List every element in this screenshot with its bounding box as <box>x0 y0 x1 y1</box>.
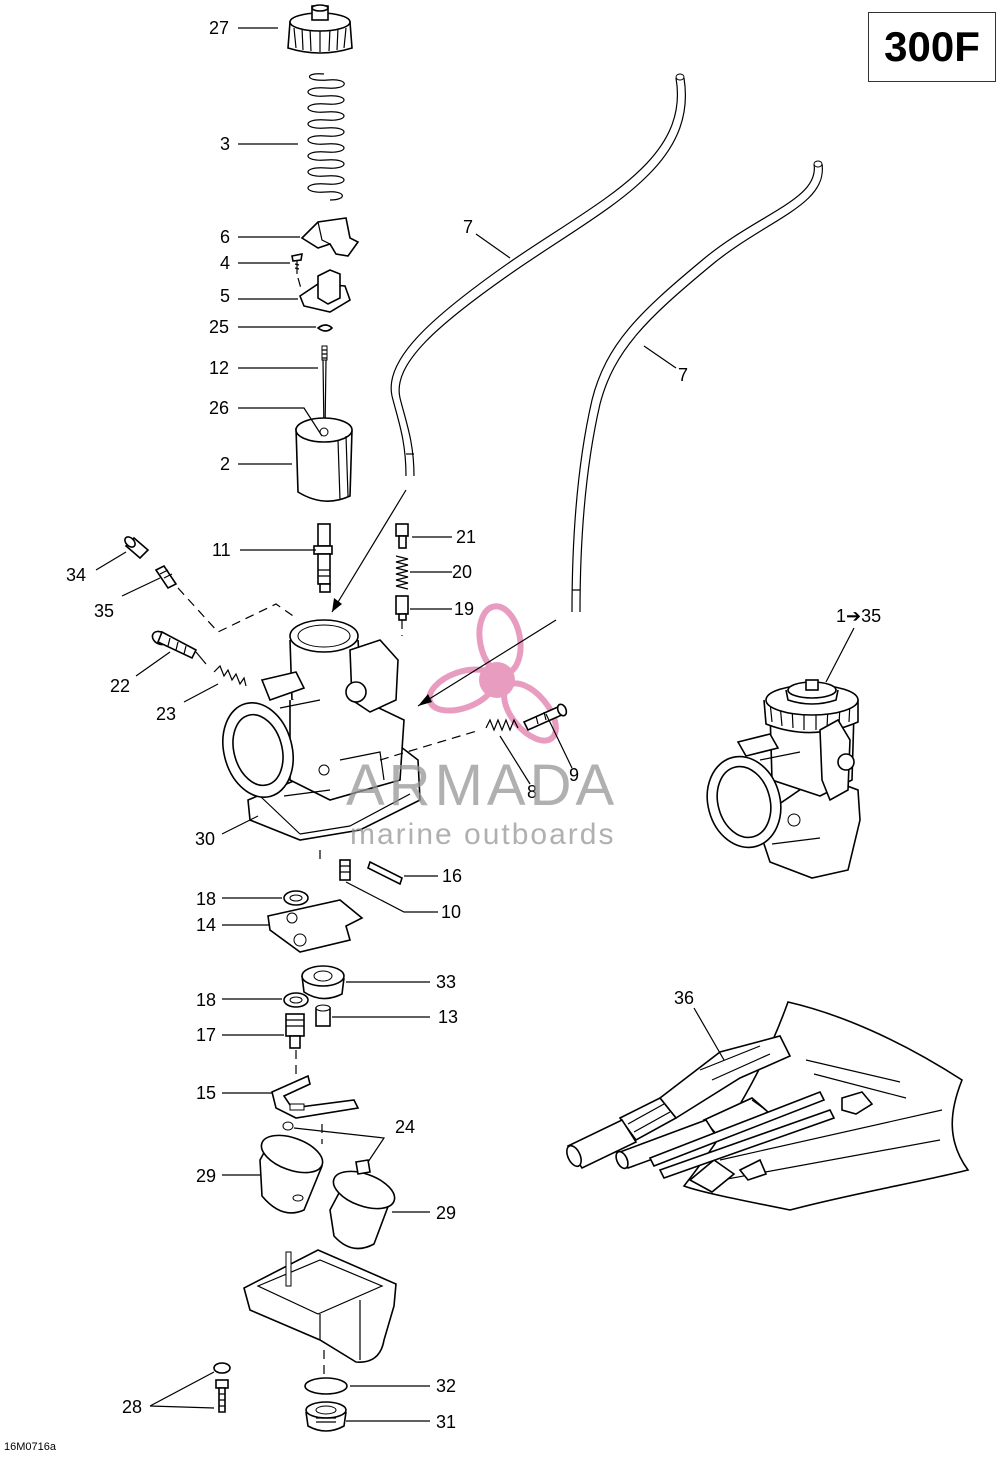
diagram-reference-code: 16M0716a <box>4 1441 56 1453</box>
watermark-brand: ARMADA <box>346 753 619 818</box>
callout-30: 30 <box>195 829 215 849</box>
callout-6: 6 <box>220 227 230 247</box>
part-e-clip <box>316 324 334 332</box>
part-air-screw-spring <box>485 718 519 732</box>
part-float-right <box>329 1159 396 1250</box>
arrow-tube-to-body <box>331 489 407 613</box>
callout-7-long-tube: 7 <box>463 217 473 237</box>
part-throttle-valve <box>295 417 353 502</box>
callout-3: 3 <box>220 134 230 154</box>
part-float-chamber <box>243 1249 397 1363</box>
part-needle-retainer <box>299 269 351 313</box>
callout-29-right-float: 29 <box>436 1203 456 1223</box>
part-float-arm <box>271 1074 360 1119</box>
callout-31: 31 <box>436 1412 456 1432</box>
part-stop-screw-spring <box>213 664 247 687</box>
callout-8: 8 <box>527 782 537 802</box>
part-float-bowl-seat <box>301 965 345 1000</box>
callout-29-left-float: 29 <box>196 1166 216 1186</box>
callout-33: 33 <box>436 972 456 992</box>
part-air-screw <box>522 703 568 732</box>
callout-28: 28 <box>122 1397 142 1417</box>
callout-18-upper: 18 <box>196 889 216 909</box>
watermark-tagline: marine outboards <box>350 818 616 851</box>
part-needle-jet <box>313 523 333 593</box>
callout-23: 23 <box>156 704 176 724</box>
part-pilot-screw <box>154 564 297 633</box>
model-label-box: 300F <box>868 12 996 82</box>
callout-36: 36 <box>674 988 694 1008</box>
callout-21: 21 <box>456 527 476 547</box>
part-small-screw <box>291 252 303 293</box>
part-baffle-plate <box>267 899 364 953</box>
callout-16: 16 <box>442 866 462 886</box>
callout-15: 15 <box>196 1083 216 1103</box>
part-cap <box>287 4 353 54</box>
part-choke-plunger <box>395 523 409 636</box>
callout-32: 32 <box>436 1376 456 1396</box>
part-float-left <box>259 1121 324 1214</box>
callout-4: 4 <box>220 253 230 273</box>
callout-2: 2 <box>220 454 230 474</box>
callout-13: 13 <box>438 1007 458 1027</box>
callout-7-short-tube: 7 <box>678 365 688 385</box>
callout-5: 5 <box>220 286 230 306</box>
part-pin <box>367 860 403 886</box>
assembly-axis-line <box>295 850 325 1376</box>
part-screw-cap <box>124 536 150 560</box>
callout-11: 11 <box>212 540 231 560</box>
watermark-logo-icon <box>426 603 559 744</box>
callout-27: 27 <box>209 18 229 38</box>
callout-20: 20 <box>452 562 472 582</box>
part-drain-plug <box>305 1401 347 1432</box>
callout-14: 14 <box>196 915 216 935</box>
model-label: 300F <box>884 23 980 70</box>
arrow-head-icon <box>418 694 432 706</box>
arrow-head-icon <box>332 598 342 612</box>
part-spring <box>307 73 345 201</box>
part-main-jet <box>315 1004 331 1027</box>
part-chamber-screw <box>213 1362 231 1413</box>
callout-12: 12 <box>209 358 229 378</box>
part-needle-clip-plate <box>300 217 360 257</box>
callout-35: 35 <box>94 601 114 621</box>
part-drain-o-ring <box>304 1377 348 1395</box>
callout-25: 25 <box>209 317 229 337</box>
part-tool-kit <box>566 1001 970 1211</box>
part-float-valve <box>285 1013 305 1049</box>
part-vent-tube-short <box>571 160 823 613</box>
arrow-tube-to-body-right <box>417 619 557 707</box>
part-carburetor-body <box>222 619 421 841</box>
callout-10: 10 <box>441 902 461 922</box>
part-pilot-jet <box>339 859 351 881</box>
callout-34: 34 <box>66 565 86 585</box>
callout-labels: 27 3 6 4 5 25 12 26 2 11 34 35 22 23 30 … <box>66 18 881 1432</box>
callout-24: 24 <box>395 1117 415 1137</box>
part-throttle-stop-screw <box>151 630 207 665</box>
callout-19: 19 <box>454 599 474 619</box>
callout-leaders <box>95 27 855 1422</box>
callout-18-lower: 18 <box>196 990 216 1010</box>
callout-assembly: 1➔35 <box>836 606 881 626</box>
callout-22: 22 <box>110 676 130 696</box>
callout-26: 26 <box>209 398 229 418</box>
callout-9: 9 <box>569 765 579 785</box>
part-carburetor-assembly <box>706 679 861 879</box>
callout-17: 17 <box>196 1025 216 1045</box>
part-vent-tube-long <box>390 73 686 477</box>
air-screw-axis-line <box>379 729 481 761</box>
